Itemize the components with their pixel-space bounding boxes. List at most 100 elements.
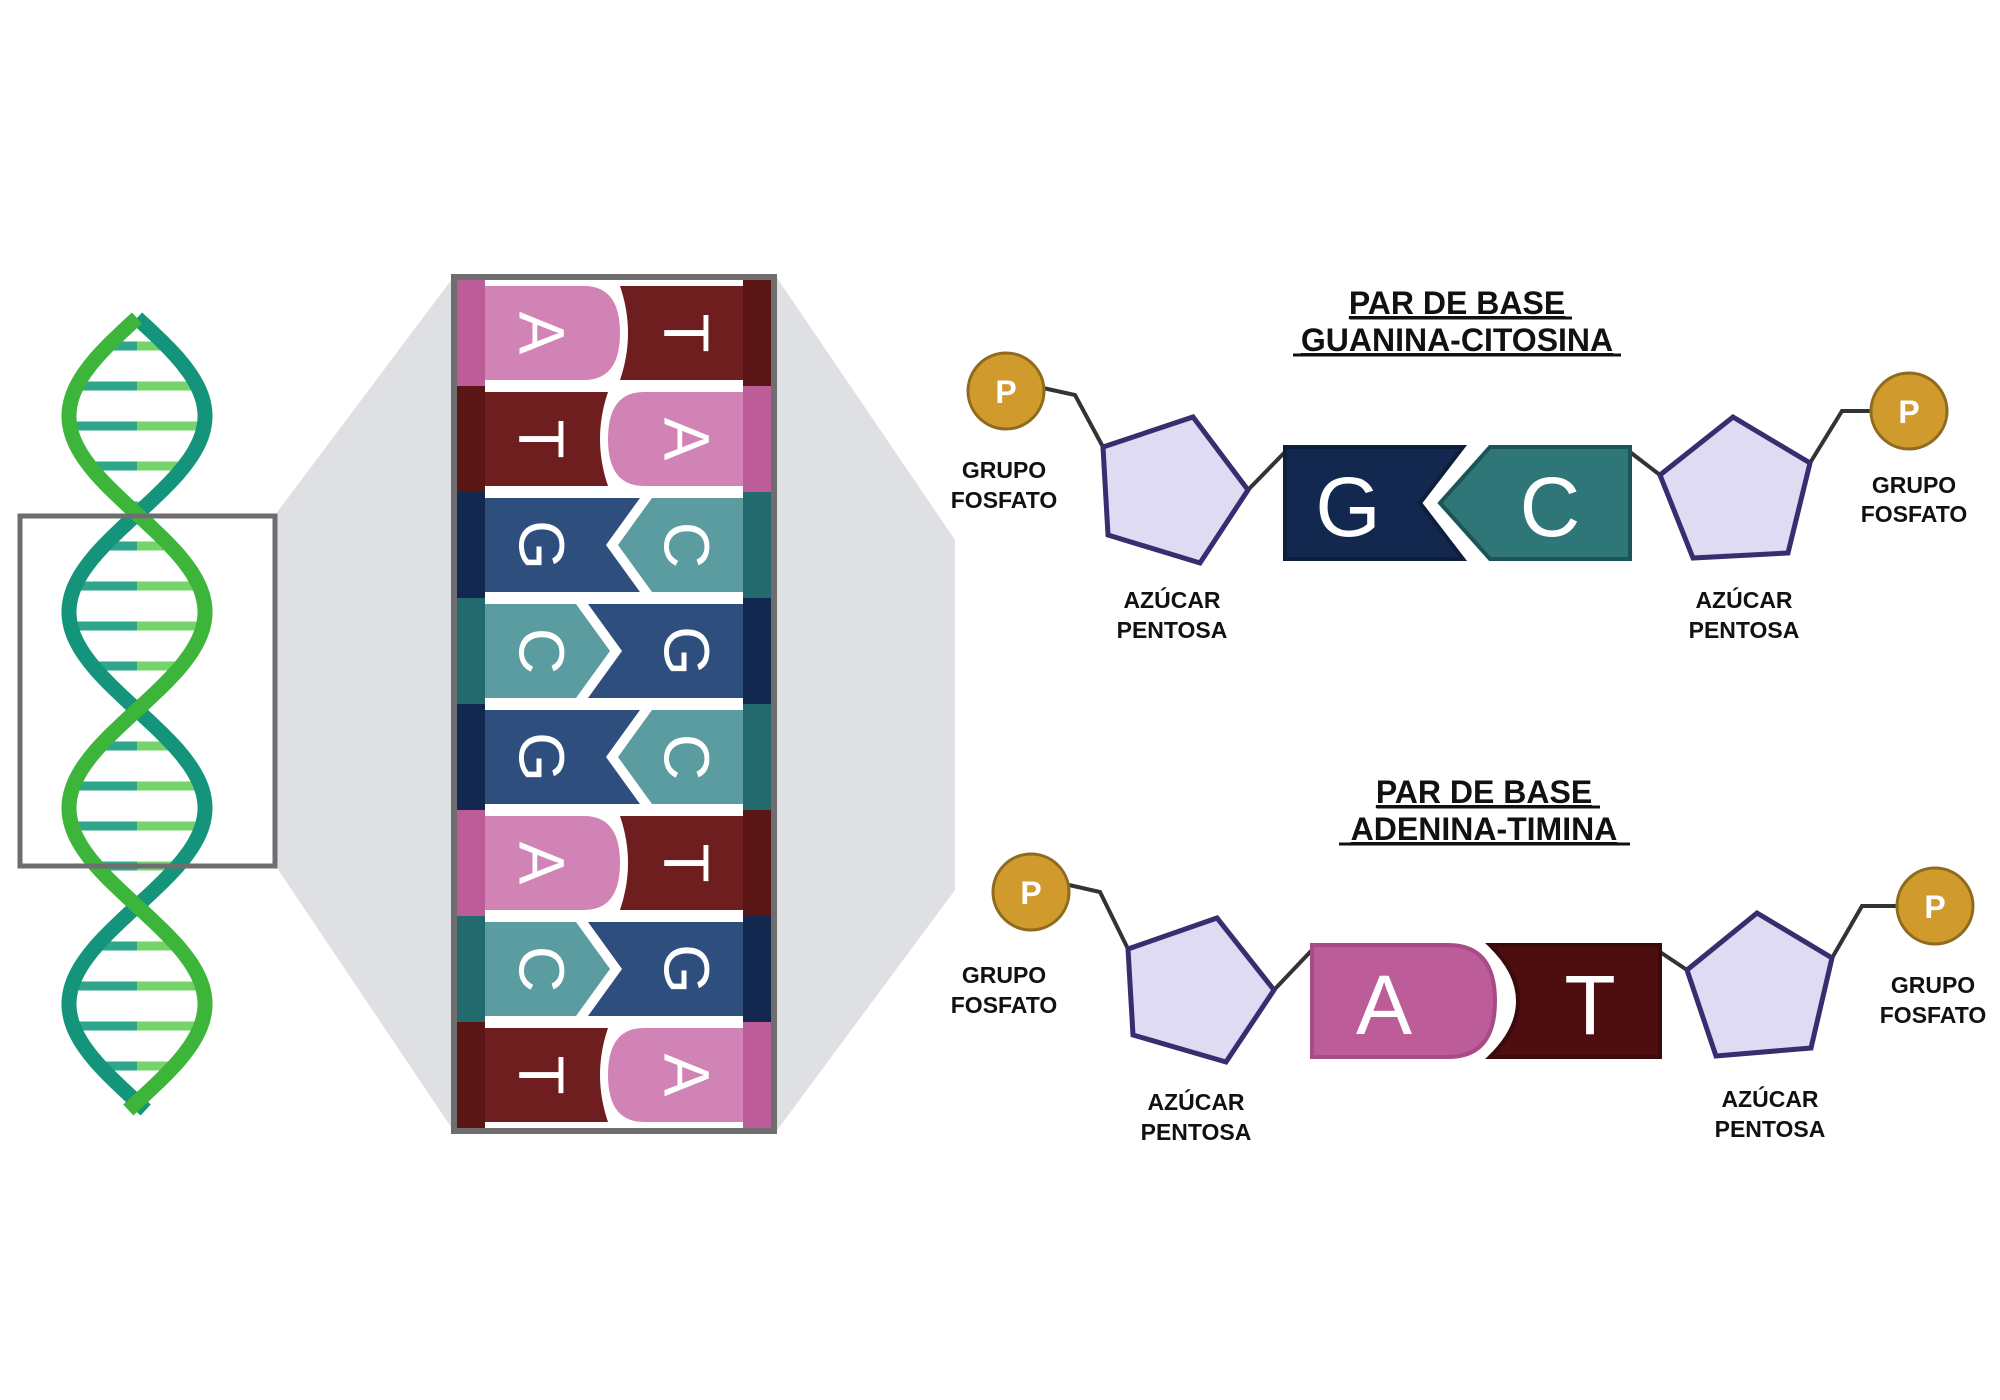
- gc-left-phosphate-label-2: FOSFATO: [951, 487, 1058, 513]
- ladder-base-right-letter: T: [651, 313, 723, 352]
- ladder-backbone-right: [743, 810, 771, 916]
- ladder-base-left-letter: A: [506, 312, 578, 355]
- ladder-base-left-letter: C: [506, 628, 578, 674]
- gc-guanine-letter: G: [1315, 460, 1380, 554]
- at-thymine-letter: T: [1564, 958, 1615, 1052]
- at-right-phosphate-circle: [1895, 866, 1975, 946]
- at-right-phosphate-label-2: FOSFATO: [1880, 1002, 1987, 1028]
- ladder-backbone-left: [457, 916, 485, 1022]
- gc-right-phosphate-bond: [1808, 409, 1875, 465]
- gc-left-phosphate-bond: [1042, 386, 1105, 448]
- at-left-phosphate-circle: [991, 852, 1071, 932]
- ladder-base-right-letter: A: [651, 418, 723, 461]
- ladder-base-right-letter: G: [651, 944, 723, 994]
- ladder-base-left: [485, 392, 608, 486]
- at-right-sugar-pentagon: [1684, 909, 1835, 1059]
- ladder-base-left: [485, 1028, 608, 1122]
- ladder-base-left-letter: T: [506, 419, 578, 458]
- ladder-backbone-right: [743, 1022, 771, 1128]
- at-left-phosphate-label-2: FOSFATO: [951, 992, 1058, 1018]
- ladder-base-left-letter: G: [506, 520, 578, 570]
- gc-right-phosphate-circle: [1869, 371, 1949, 451]
- ladder-frame: [451, 274, 777, 1134]
- gc-right-sugar-bond: [1628, 450, 1662, 477]
- ladder-backbone-left: [457, 280, 485, 386]
- gc-guanine-block: [1283, 445, 1468, 561]
- zoom-selection-frame: [17, 513, 278, 869]
- at-title-line2: ADENINA-TIMINA: [1351, 811, 1618, 847]
- ladder-backbone-left: [457, 386, 485, 492]
- ladder-base-right: [608, 1028, 743, 1122]
- ladder-backbone-right: [743, 492, 771, 598]
- at-adenine-letter: A: [1356, 958, 1412, 1052]
- at-pair-diagram: PAR DE BASE ADENINA-TIMINA A T P P GRUPO…: [951, 774, 1987, 1145]
- at-adenine-block: [1310, 943, 1498, 1059]
- gc-cytosine-block: [1437, 445, 1632, 561]
- ladder-backbone-left: [457, 704, 485, 810]
- ladder-backbone-right: [743, 916, 771, 1022]
- ladder-base-right: [620, 286, 743, 380]
- gc-left-sugar-bond: [1246, 450, 1287, 492]
- ladder-base-left: [485, 816, 620, 910]
- gc-title-line1: PAR DE BASE: [1349, 285, 1565, 321]
- gc-left-sugar-pentagon: [1100, 414, 1252, 566]
- at-left-sugar-pentagon: [1125, 915, 1278, 1065]
- gc-left-sugar-label-1: AZÚCAR: [1123, 586, 1220, 613]
- ladder-base-right-letter: C: [651, 522, 723, 568]
- gc-left-phosphate-label-1: GRUPO: [962, 457, 1046, 483]
- ladder-base-right: [620, 816, 743, 910]
- gc-cytosine-letter: C: [1520, 460, 1581, 554]
- ladder-backbone-right: [743, 386, 771, 492]
- ladder-base-left-letter: A: [506, 842, 578, 885]
- gc-right-phosphate-label-1: GRUPO: [1872, 472, 1956, 498]
- ladder-base-right: [588, 922, 743, 1016]
- at-right-phosphate-label-1: GRUPO: [1891, 972, 1975, 998]
- at-left-phosphate-label-1: GRUPO: [962, 962, 1046, 988]
- ladder-base-left: [485, 498, 640, 592]
- gc-right-sugar-label-2: PENTOSA: [1689, 617, 1800, 643]
- ladder-backbone-right: [743, 280, 771, 386]
- at-left-phosphate-letter: P: [1020, 875, 1041, 911]
- at-right-sugar-label-1: AZÚCAR: [1721, 1085, 1818, 1112]
- gc-title-line2: GUANINA-CITOSINA: [1301, 322, 1613, 358]
- ladder-base-right: [618, 710, 743, 804]
- gc-left-sugar-label-2: PENTOSA: [1117, 617, 1228, 643]
- ladder-base-left: [485, 604, 610, 698]
- at-right-sugar-bond: [1658, 950, 1689, 972]
- ladder-base-right: [608, 392, 743, 486]
- gc-right-sugar-pentagon: [1656, 413, 1813, 561]
- ladder-base-left-letter: C: [506, 946, 578, 992]
- ladder-base-right-letter: T: [651, 843, 723, 882]
- ladder-backbone-right: [743, 704, 771, 810]
- helix-strand-light: [61, 312, 213, 1116]
- ladder-base-right: [618, 498, 743, 592]
- dna-double-helix: [61, 312, 213, 1116]
- ladder-base-left-letter: G: [506, 732, 578, 782]
- ladder-base-left: [485, 922, 610, 1016]
- at-title-line1: PAR DE BASE: [1376, 774, 1592, 810]
- at-left-sugar-label-2: PENTOSA: [1141, 1119, 1252, 1145]
- at-left-sugar-label-1: AZÚCAR: [1147, 1088, 1244, 1115]
- ladder-backbone-right: [743, 598, 771, 704]
- at-right-sugar-label-2: PENTOSA: [1715, 1116, 1826, 1142]
- at-left-phosphate-bond: [1068, 883, 1130, 950]
- gc-pair-diagram: PAR DE BASE GUANINA-CITOSINA G C P P GRU…: [951, 285, 1968, 643]
- ladder-base-left: [485, 286, 620, 380]
- ladder-base-right-letter: G: [651, 626, 723, 676]
- ladder-backbone-left: [457, 1022, 485, 1128]
- gc-left-phosphate-letter: P: [995, 374, 1016, 410]
- gc-left-phosphate-circle: [966, 351, 1046, 431]
- ladder-base-left-letter: T: [506, 1055, 578, 1094]
- at-right-phosphate-letter: P: [1924, 889, 1945, 925]
- ladder-backbone-left: [457, 492, 485, 598]
- gc-right-phosphate-label-2: FOSFATO: [1861, 501, 1968, 527]
- gc-right-phosphate-letter: P: [1898, 394, 1919, 430]
- ladder-backbone-left: [457, 810, 485, 916]
- at-right-phosphate-bond: [1830, 904, 1898, 959]
- ladder-base-right: [588, 604, 743, 698]
- at-thymine-block: [1485, 943, 1662, 1059]
- ladder-base-right-letter: A: [651, 1054, 723, 1097]
- at-left-sugar-bond: [1272, 948, 1314, 992]
